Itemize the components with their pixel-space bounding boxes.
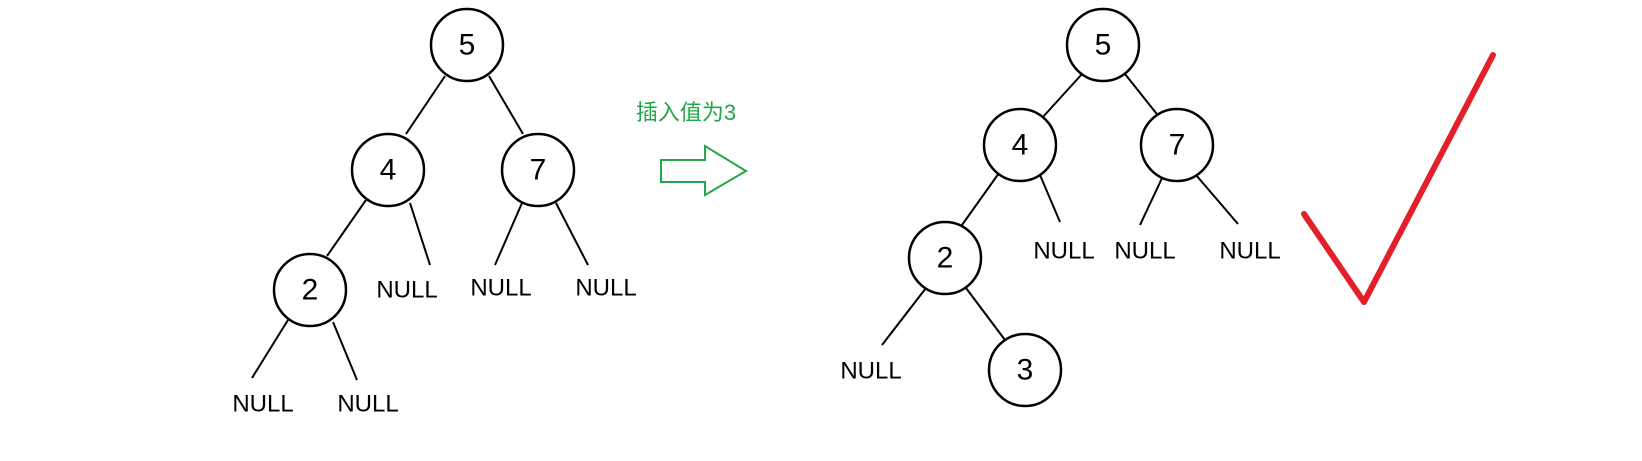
null-leaf: NULL bbox=[840, 358, 901, 385]
tree-node: 5 bbox=[1065, 7, 1141, 83]
null-leaf: NULL bbox=[232, 391, 293, 418]
before-tree-nulls: NULL NULL NULL NULL NULL bbox=[232, 275, 636, 418]
node-value: 7 bbox=[530, 154, 547, 187]
null-leaf: NULL bbox=[1114, 238, 1175, 265]
null-leaf: NULL bbox=[376, 277, 437, 304]
null-leaf: NULL bbox=[1033, 238, 1094, 265]
insert-caption: 插入值为3 bbox=[636, 100, 736, 125]
tree-node: 5 bbox=[429, 7, 505, 83]
null-leaf: NULL bbox=[1219, 238, 1280, 265]
right-arrow-icon bbox=[660, 144, 748, 197]
null-leaf: NULL bbox=[470, 275, 531, 302]
tree-node: 7 bbox=[500, 132, 576, 208]
after-tree-edges bbox=[881, 73, 1239, 346]
node-value: 2 bbox=[937, 242, 954, 275]
node-value: 2 bbox=[302, 274, 319, 307]
node-value: 7 bbox=[1169, 129, 1186, 162]
node-value: 4 bbox=[380, 154, 397, 187]
null-leaf: NULL bbox=[337, 391, 398, 418]
tree-node: 4 bbox=[350, 132, 426, 208]
null-leaf: NULL bbox=[575, 275, 636, 302]
after-tree-nodes: 5 4 7 2 3 bbox=[907, 7, 1215, 408]
inserted-node: 3 bbox=[987, 332, 1063, 408]
before-tree-edges bbox=[251, 75, 589, 381]
tree-node: 4 bbox=[982, 107, 1058, 183]
before-tree-nodes: 5 4 7 2 bbox=[272, 7, 576, 328]
node-value: 5 bbox=[459, 29, 476, 62]
checkmark-icon bbox=[1301, 52, 1496, 305]
tree-node: 2 bbox=[272, 252, 348, 328]
tree-node: 2 bbox=[907, 220, 983, 296]
after-tree-nulls: NULL NULL NULL NULL bbox=[840, 238, 1280, 385]
node-value: 4 bbox=[1012, 129, 1029, 162]
tree-node: 7 bbox=[1139, 107, 1215, 183]
node-value: 5 bbox=[1095, 29, 1112, 62]
node-value: 3 bbox=[1017, 354, 1034, 387]
